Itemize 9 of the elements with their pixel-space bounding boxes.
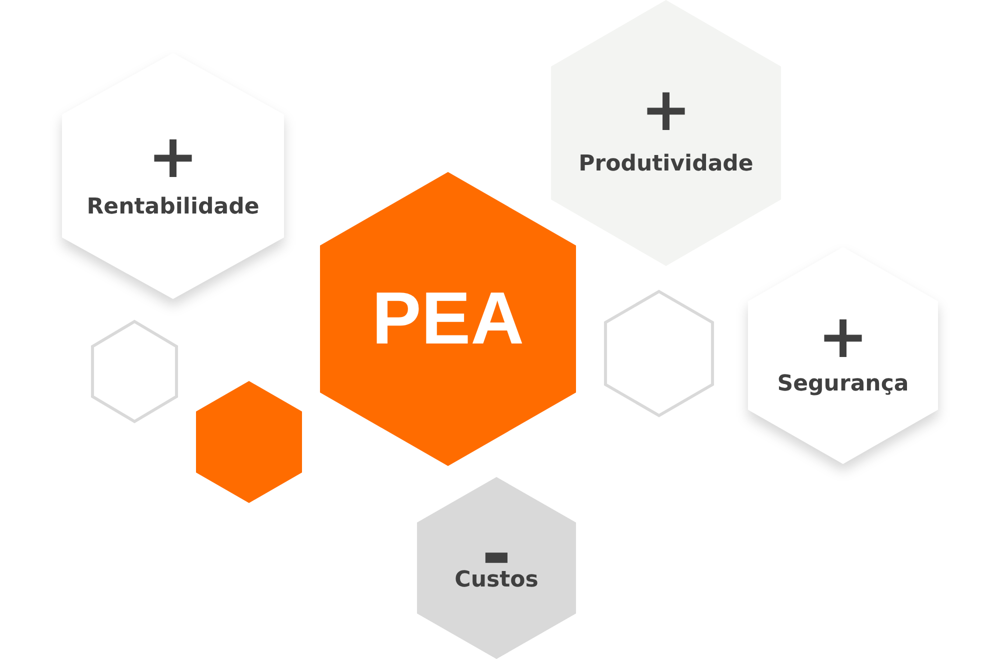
center-label: PEA (372, 277, 524, 359)
plus-sign: + (818, 316, 868, 358)
plus-sign: + (640, 89, 692, 131)
minus-sign: - (482, 541, 512, 567)
hexagon-label: Segurança (777, 371, 909, 397)
hexagon-label: Custos (454, 567, 538, 593)
hexagon-label: Rentabilidade (86, 194, 260, 220)
plus-sign: + (148, 136, 198, 178)
hexagon-label: Produtividade (578, 151, 754, 177)
